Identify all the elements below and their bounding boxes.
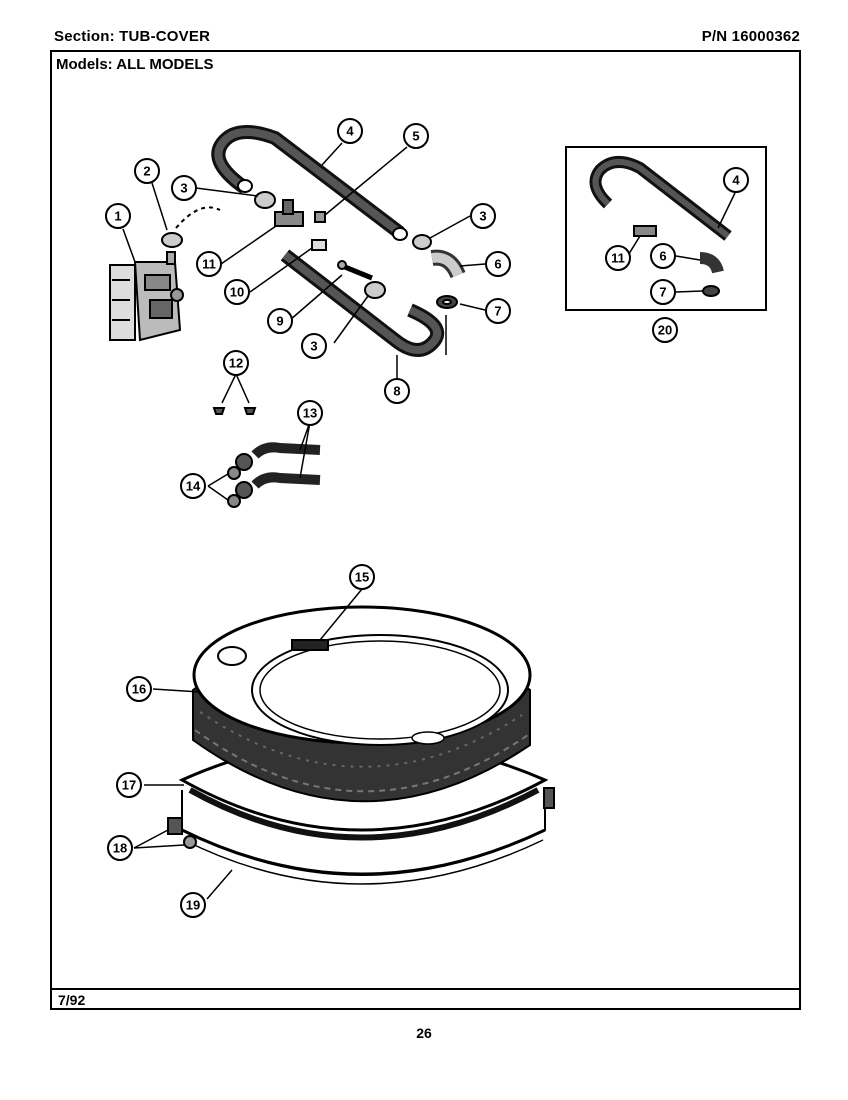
dashed-guide-line: [175, 206, 221, 229]
callout-10: 10: [224, 279, 250, 305]
callout-3c: 3: [301, 333, 327, 359]
label-part-15: [291, 639, 329, 651]
callout-label-11: 11: [202, 257, 216, 272]
lower-hose-part: [280, 249, 445, 357]
clamp-part-2: [161, 232, 183, 265]
diagram-frame: Models: ALL MODELS 7/92: [50, 50, 801, 1010]
callout-7: 7: [485, 298, 511, 324]
callout-16: 16: [126, 676, 152, 702]
callout-5: 5: [403, 123, 429, 149]
hose-washers-part-14: [227, 453, 253, 508]
callout-label-19: 19: [186, 898, 200, 913]
tub-cover-assembly: [167, 605, 555, 885]
tee-fitting-part-11: [274, 199, 304, 227]
inset-callout-7: 7: [650, 279, 676, 305]
inset-elbow: [699, 252, 724, 274]
water-valve-part: [109, 261, 184, 342]
section-title: Section: TUB-COVER: [54, 28, 211, 45]
inset-tee-fitting: [633, 225, 657, 237]
fill-hoses-part-13: [251, 442, 321, 489]
callout-3b: 3: [470, 203, 496, 229]
callout-17: 17: [116, 772, 142, 798]
callout-label-2: 2: [143, 164, 150, 179]
upper-hose-part: [211, 125, 408, 241]
callout-label-20: 20: [658, 323, 672, 338]
connector-part-5: [314, 211, 326, 223]
callout-label-13: 13: [303, 406, 317, 421]
hose-clamp-3a: [254, 191, 276, 209]
inset-callout-label-6: 6: [659, 249, 666, 264]
part-number: P/N 16000362: [701, 28, 800, 45]
inset-box-20: [565, 146, 767, 311]
callout-9: 9: [267, 308, 293, 334]
inset-washer: [702, 285, 720, 297]
inset-callout-6: 6: [650, 243, 676, 269]
callout-2: 2: [134, 158, 160, 184]
callout-6: 6: [485, 251, 511, 277]
callout-1: 1: [105, 203, 131, 229]
callout-label-8: 8: [393, 384, 400, 399]
inset-callout-label-7: 7: [659, 285, 666, 300]
inset-callout-4: 4: [723, 167, 749, 193]
callout-label-10: 10: [230, 285, 244, 300]
callout-label-14: 14: [186, 479, 201, 494]
callout-label-9: 9: [276, 314, 283, 329]
callout-3a: 3: [171, 175, 197, 201]
callout-label-1: 1: [114, 209, 121, 224]
screws-part-12: [212, 407, 257, 415]
callout-18: 18: [107, 835, 133, 861]
callout-4: 4: [337, 118, 363, 144]
callout-label-7: 7: [494, 304, 501, 319]
callout-label-17: 17: [122, 778, 136, 793]
inset-hose-part: [589, 156, 732, 241]
callout-13: 13: [297, 400, 323, 426]
callout-11: 11: [196, 251, 222, 277]
inset-callout-label-11: 11: [611, 251, 625, 266]
callout-15: 15: [349, 564, 375, 590]
models-label: Models: ALL MODELS: [56, 56, 214, 73]
inset-callout-11: 11: [605, 245, 631, 271]
footer-divider: [52, 988, 799, 990]
revision-date: 7/92: [58, 992, 86, 1008]
callout-label-3a: 3: [180, 181, 187, 196]
callout-label-4: 4: [346, 124, 354, 139]
page-number: 26: [416, 1025, 432, 1041]
callout-8: 8: [384, 378, 410, 404]
hose-clamp-3c: [364, 281, 386, 299]
inset-callout-label-4: 4: [732, 173, 740, 188]
callout-12: 12: [223, 350, 249, 376]
callout-label-12: 12: [229, 356, 243, 371]
callout-19: 19: [180, 892, 206, 918]
callout-label-6: 6: [494, 257, 501, 272]
callout-label-5: 5: [412, 129, 419, 144]
callout-label-3c: 3: [310, 339, 317, 354]
callout-label-15: 15: [355, 570, 369, 585]
callout-20: 20: [652, 317, 678, 343]
callout-label-16: 16: [132, 682, 146, 697]
callout-label-18: 18: [113, 841, 127, 856]
hose-clamp-3b: [412, 234, 432, 250]
tube-part-10: [311, 239, 327, 251]
callout-label-3b: 3: [479, 209, 486, 224]
callout-14: 14: [180, 473, 206, 499]
